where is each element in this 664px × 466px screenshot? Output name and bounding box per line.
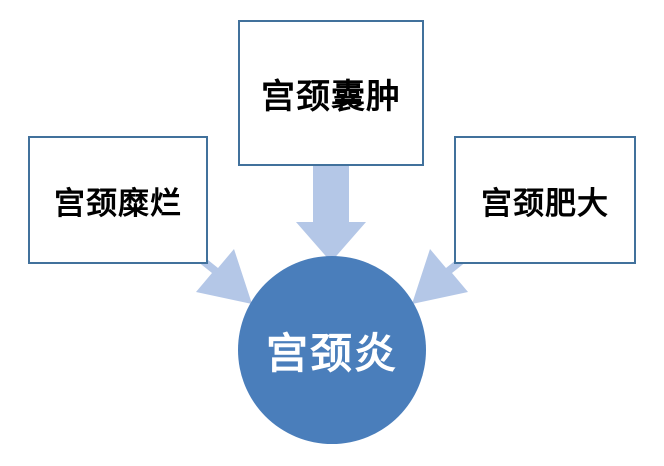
node-label-right: 宫颈肥大	[481, 185, 609, 222]
arrow-top-to-center	[296, 166, 366, 262]
center-node-label: 宫颈炎	[265, 328, 398, 378]
center-node-circle[interactable]: 宫颈炎	[238, 256, 426, 444]
node-box-top[interactable]: 宫颈囊肿	[238, 20, 424, 166]
node-label-top: 宫颈囊肿	[261, 76, 401, 117]
node-box-left[interactable]: 宫颈糜烂	[28, 136, 208, 264]
node-label-left: 宫颈糜烂	[54, 185, 182, 222]
node-box-right[interactable]: 宫颈肥大	[454, 136, 636, 264]
